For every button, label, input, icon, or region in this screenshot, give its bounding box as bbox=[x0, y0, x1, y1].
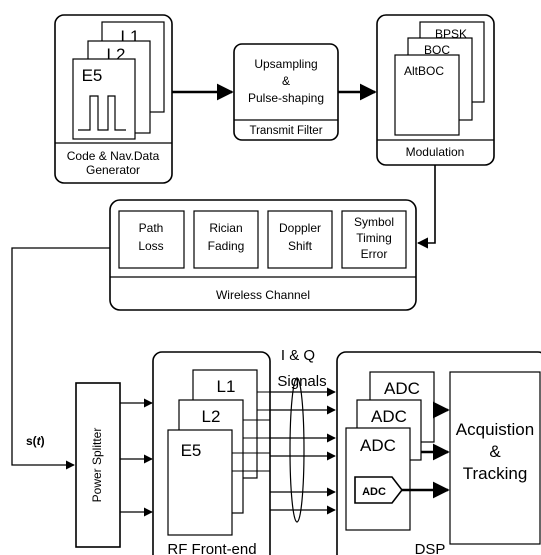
mod-card-altboc-label: AltBOC bbox=[404, 64, 444, 78]
transmit-filter-line2: & bbox=[282, 74, 290, 88]
iq-bundle-ellipse bbox=[289, 377, 305, 523]
power-splitter-block: Power Splitter bbox=[75, 382, 121, 548]
path-loss-line1: Path bbox=[139, 221, 164, 235]
path-loss-line2: Loss bbox=[138, 239, 163, 253]
dsp-block: ADC ADC ADC ADC Acquistion & Tracking DS… bbox=[336, 351, 541, 555]
adc-card-3-label: ADC bbox=[360, 436, 396, 455]
tracking-line1: Acquistion bbox=[456, 420, 534, 439]
iq-signals-line2: Signals bbox=[277, 373, 326, 390]
transmit-filter-block: Upsampling & Pulse-shaping Transmit Filt… bbox=[233, 43, 339, 141]
symbol-timing-line2: Timing bbox=[356, 231, 392, 245]
rf-card-e5-label: E5 bbox=[181, 441, 202, 460]
impairment-symbol-timing-error: Symbol Timing Error bbox=[341, 210, 407, 269]
rf-card-l2-label: L2 bbox=[202, 407, 221, 426]
code-generator-label-line2: Generator bbox=[86, 163, 140, 177]
transmit-filter-footer: Transmit Filter bbox=[249, 125, 322, 137]
tracking-line3: Tracking bbox=[463, 464, 528, 483]
signal-label: s(t) bbox=[26, 434, 45, 448]
mod-card-altboc: AltBOC bbox=[394, 54, 460, 136]
rician-fading-line2: Fading bbox=[208, 239, 245, 253]
arrow-channel-to-splitter bbox=[11, 247, 110, 470]
code-card-e5: E5 bbox=[72, 58, 136, 140]
doppler-shift-line2: Shift bbox=[288, 239, 313, 253]
iq-lines bbox=[232, 387, 336, 515]
tracking-line2: & bbox=[489, 442, 501, 461]
modulation-label: Modulation bbox=[406, 145, 465, 159]
impairment-doppler-shift: Doppler Shift bbox=[267, 210, 333, 269]
transmit-filter-line3: Pulse-shaping bbox=[248, 91, 324, 105]
adc-small-label: ADC bbox=[362, 486, 386, 498]
code-card-e5-label: E5 bbox=[82, 66, 103, 85]
acquisition-tracking-block: Acquistion & Tracking bbox=[449, 371, 541, 545]
dsp-label: DSP bbox=[415, 541, 446, 555]
impairment-path-loss: Path Loss bbox=[118, 210, 185, 269]
arrow-modulation-to-channel bbox=[416, 165, 436, 249]
iq-signals-line1: I & Q bbox=[281, 347, 315, 364]
adc-card-1-label: ADC bbox=[384, 379, 420, 398]
code-generator-label-line1: Code & Nav.Data bbox=[67, 149, 160, 163]
rician-fading-line1: Rician bbox=[209, 221, 242, 235]
impairment-rician-fading: Rician Fading bbox=[193, 210, 259, 269]
rf-card-l1-label: L1 bbox=[217, 377, 236, 396]
symbol-timing-line3: Error bbox=[361, 247, 388, 261]
transmit-filter-line1: Upsampling bbox=[254, 57, 317, 71]
wireless-channel-label: Wireless Channel bbox=[216, 288, 310, 302]
mod-card-boc-label: BOC bbox=[424, 43, 450, 57]
adc-card-2-label: ADC bbox=[371, 407, 407, 426]
symbol-timing-line1: Symbol bbox=[354, 215, 394, 229]
adc-small-icon: ADC bbox=[354, 476, 404, 504]
doppler-shift-line1: Doppler bbox=[279, 221, 321, 235]
code-generator-block: L1 L2 E5 Code & Nav.Data Generator bbox=[54, 14, 173, 184]
rf-card-e5: E5 bbox=[167, 429, 233, 536]
modulation-block: BPSK BOC AltBOC Modulation bbox=[376, 14, 495, 166]
wireless-channel-block: Path Loss Rician Fading Doppler Shift Sy… bbox=[109, 199, 417, 311]
pulse-waveform-icon bbox=[78, 95, 126, 131]
power-splitter-label: Power Splitter bbox=[90, 428, 104, 503]
rf-front-end-block: L1 L2 E5 RF Front-end bbox=[152, 351, 271, 555]
rf-front-end-label: RF Front-end bbox=[167, 541, 256, 555]
